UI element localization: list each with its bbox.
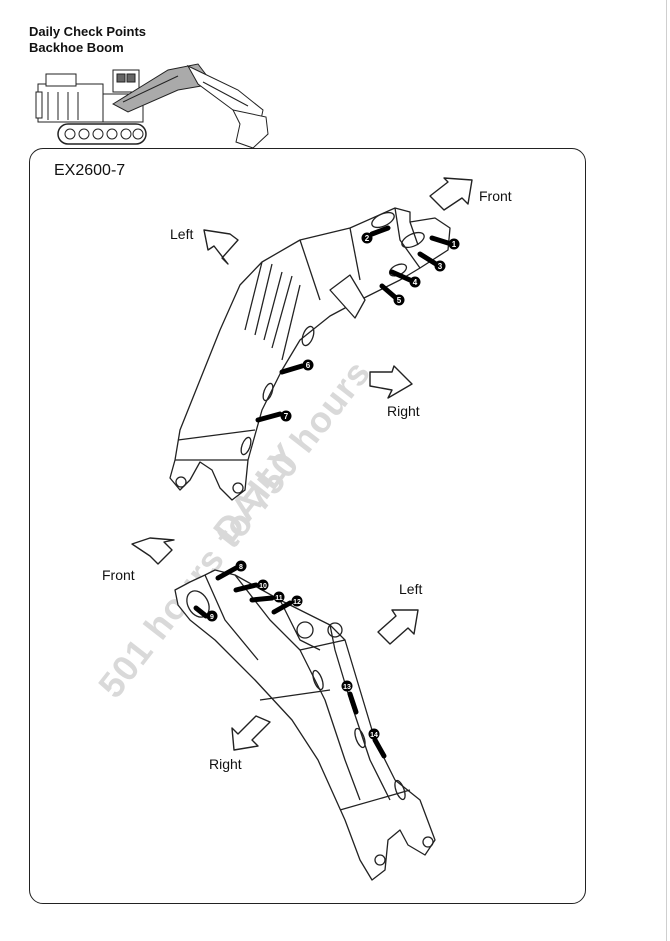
upper-boom-drawing [169,207,451,501]
svg-text:11: 11 [275,595,283,602]
svg-text:12: 12 [293,599,301,606]
upper-right-label: Right [387,403,420,419]
lower-direction-arrows [131,537,419,751]
svg-text:2: 2 [365,234,370,243]
upper-grease-points [255,225,451,423]
upper-front-label: Front [479,188,512,204]
lower-grease-points [193,565,387,759]
diagram-frame [29,148,586,904]
page-title: Daily Check Points [29,24,147,39]
svg-text:4: 4 [413,278,418,287]
upper-left-label: Left [170,226,194,242]
svg-text:1: 1 [452,240,457,249]
svg-text:7: 7 [284,412,289,421]
model-number: EX2600-7 [54,162,126,179]
upper-point-markers: 1 2 3 4 5 6 7 [280,232,460,422]
svg-text:9: 9 [210,614,214,621]
svg-text:8: 8 [239,564,243,571]
svg-text:5: 5 [397,296,402,305]
page-subtitle: Backhoe Boom [29,40,124,55]
excavator-thumbnail [35,63,269,149]
upper-direction-arrows [203,177,473,399]
svg-text:14: 14 [370,732,378,739]
lower-left-label: Left [399,581,423,597]
page-header: Daily Check Points Backhoe Boom [29,24,146,56]
svg-text:10: 10 [259,583,267,590]
lower-right-label: Right [209,756,242,772]
lower-front-label: Front [102,567,135,583]
svg-text:6: 6 [306,361,311,370]
lower-point-markers: 8 9 10 11 12 13 14 [206,560,380,740]
page-edge [666,0,667,941]
svg-text:3: 3 [438,262,443,271]
svg-text:13: 13 [343,684,351,691]
